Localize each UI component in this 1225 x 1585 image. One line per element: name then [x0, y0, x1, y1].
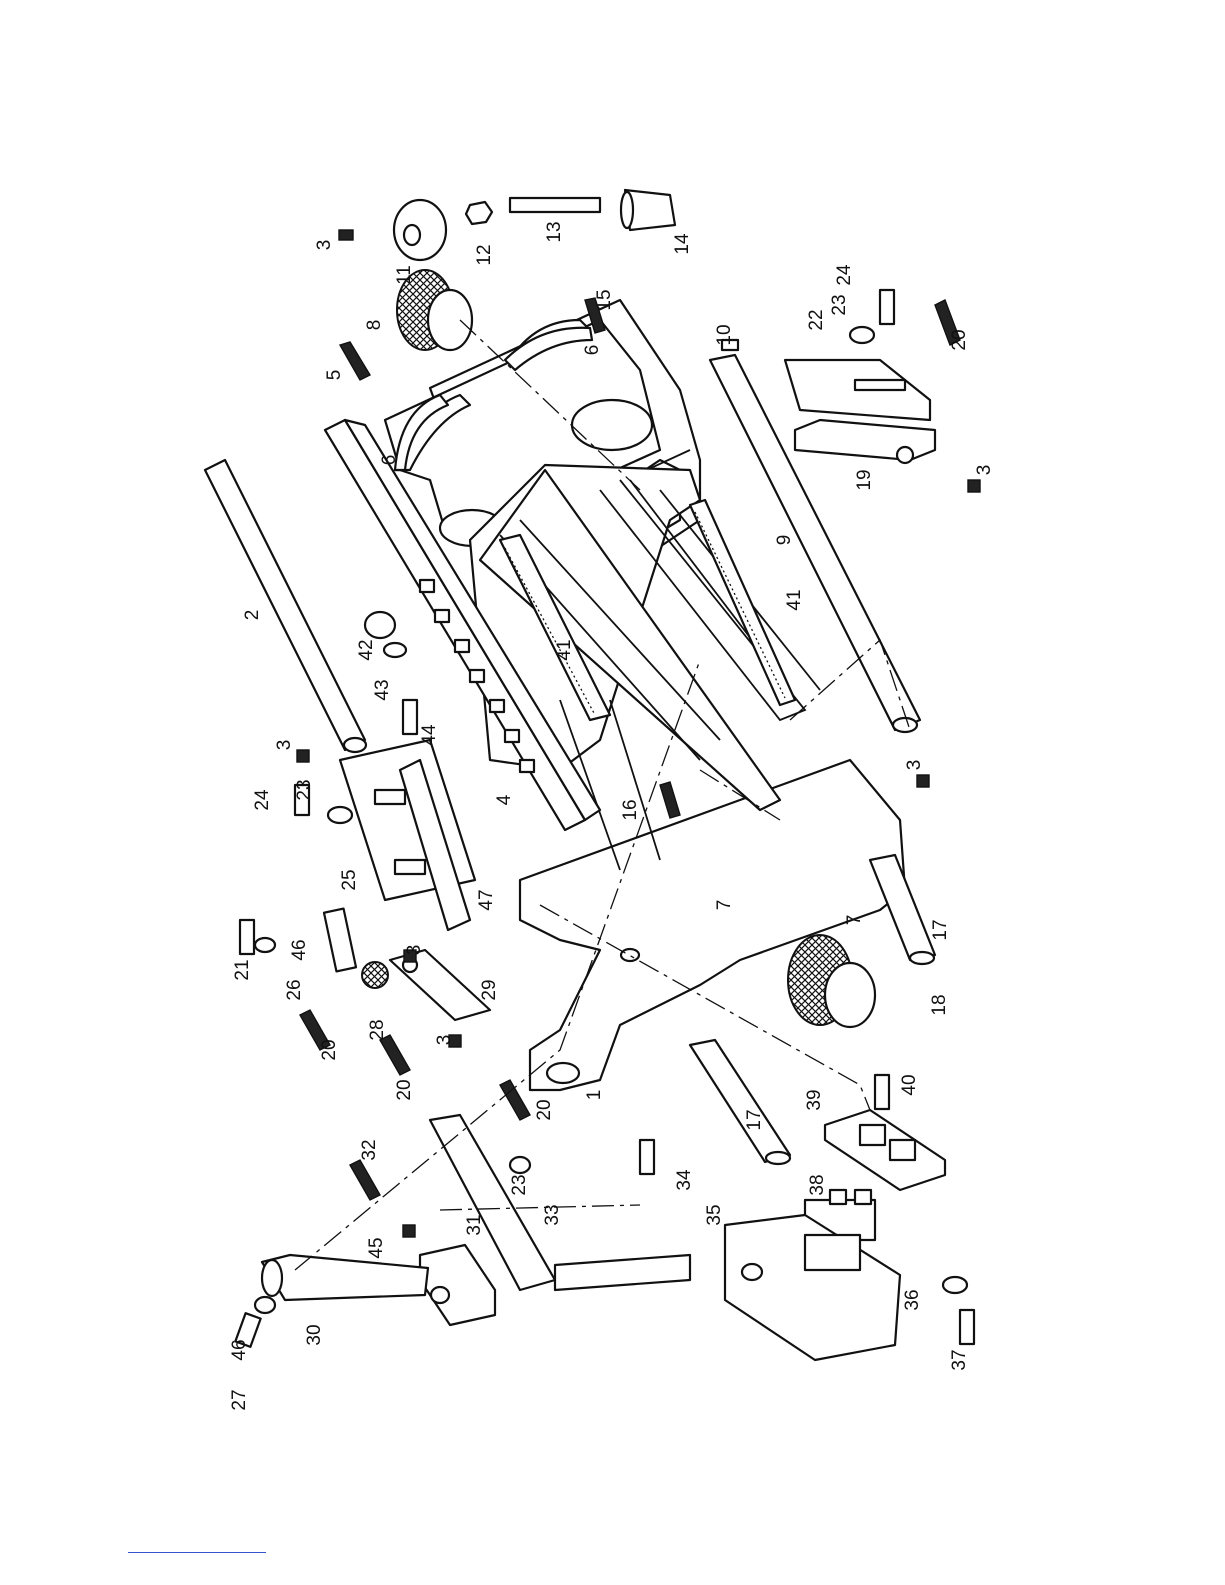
callout-label: 42 — [356, 639, 377, 660]
callout-label: 36 — [902, 1289, 923, 1310]
callout-label: 6 — [379, 455, 400, 466]
callout-label: 24 — [252, 789, 273, 811]
callout-label: 31 — [464, 1214, 485, 1235]
callout-label: 25 — [339, 869, 360, 890]
callout-label: 9 — [774, 535, 795, 546]
switch-plate-39 — [825, 1110, 945, 1190]
nut-12 — [466, 202, 492, 224]
block-31 — [420, 1245, 495, 1325]
callout-label: 41 — [784, 589, 805, 610]
callout-label: 19 — [854, 469, 875, 490]
callout-label: 17 — [744, 1109, 765, 1130]
callout-label: 43 — [372, 679, 393, 700]
rod-30 — [262, 1255, 428, 1300]
scale-strip-right — [690, 500, 795, 705]
lever-20-left — [300, 1010, 530, 1120]
footnote-rule — [128, 1552, 266, 1553]
callout-label: 33 — [542, 1204, 563, 1225]
callout-label: 3 — [274, 740, 295, 751]
callout-label: 12 — [474, 244, 495, 265]
lever-32 — [350, 1160, 380, 1200]
callout-label: 7 — [714, 900, 735, 911]
callout-label: 21 — [232, 959, 253, 980]
callout-label: 34 — [674, 1169, 695, 1191]
callout-label: 5 — [324, 370, 345, 381]
callout-label: 46 — [229, 1339, 250, 1360]
callout-label: 4 — [494, 794, 515, 805]
callout-label: 26 — [284, 979, 305, 1000]
collar-11 — [394, 200, 446, 260]
callout-label: 20 — [394, 1079, 415, 1100]
callout-label: 45 — [366, 1237, 387, 1258]
callout-label: 2 — [242, 610, 263, 621]
rod-2 — [205, 460, 366, 752]
callout-label: 28 — [367, 1019, 388, 1040]
callout-label: 23 — [829, 294, 850, 315]
callout-label: 11 — [394, 265, 415, 285]
callout-label: 46 — [289, 939, 310, 960]
callout-label: 38 — [807, 1174, 828, 1195]
callout-label: 24 — [834, 264, 855, 286]
callout-label: 37 — [949, 1349, 970, 1370]
callout-label: 8 — [364, 320, 385, 331]
callout-label: 47 — [476, 889, 497, 910]
stud-13 — [510, 198, 600, 212]
callout-label: 23 — [294, 779, 315, 800]
callout-label: 29 — [479, 979, 500, 1000]
callout-label: 22 — [806, 309, 827, 330]
callout-label: 23 — [509, 1174, 530, 1195]
callout-label: 7 — [844, 915, 865, 926]
callout-label: 3 — [434, 1035, 455, 1046]
callout-label: 3 — [314, 240, 335, 251]
callout-label: 3 — [974, 465, 995, 476]
callout-label: 40 — [899, 1074, 920, 1095]
callout-label: 41 — [554, 639, 575, 660]
callout-label: 10 — [714, 324, 735, 345]
mounting-plate-22 — [785, 360, 930, 420]
knurled-knob-18 — [788, 935, 875, 1027]
callout-label: 1 — [584, 1090, 605, 1101]
callout-label: 3 — [404, 945, 425, 956]
callout-label: 14 — [672, 233, 693, 255]
callout-label: 17 — [930, 919, 951, 940]
callout-label: 30 — [304, 1324, 325, 1345]
lever-16 — [660, 782, 680, 818]
callout-label: 6 — [582, 345, 603, 356]
callout-label: 15 — [594, 289, 615, 310]
callout-label: 39 — [804, 1089, 825, 1110]
knurled-nut-28 — [362, 962, 388, 988]
callout-label: 44 — [419, 724, 440, 746]
callout-label: 35 — [704, 1204, 725, 1225]
callout-label: 20 — [534, 1099, 555, 1120]
callout-label: 16 — [620, 799, 641, 820]
screw-26 — [324, 909, 356, 972]
callout-label: 13 — [544, 221, 565, 242]
callout-label: 20 — [949, 329, 970, 350]
callout-label: 18 — [929, 994, 950, 1015]
callout-label: 27 — [229, 1389, 250, 1410]
rod-17-lower — [690, 1040, 790, 1164]
clamp-block-19 — [795, 420, 935, 463]
callout-label: 32 — [359, 1139, 380, 1160]
callout-label: 3 — [904, 760, 925, 771]
handle-14 — [621, 190, 675, 230]
callout-label: 20 — [319, 1039, 340, 1060]
